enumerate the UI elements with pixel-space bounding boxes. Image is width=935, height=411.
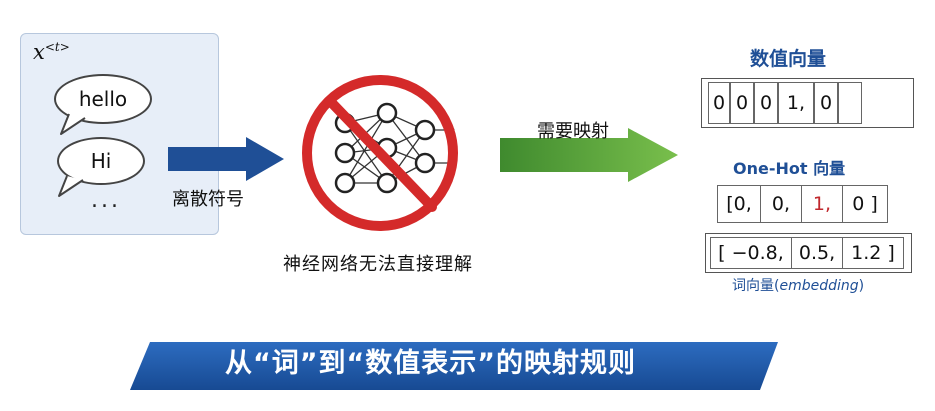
vector-cell: 0: [708, 82, 730, 124]
vector-cell: [0,: [717, 185, 761, 223]
bubble-tails: [58, 113, 86, 197]
vector-cell: 0.5,: [792, 237, 843, 269]
vector-cell-highlight: 1,: [802, 185, 843, 223]
vector-cell: 0: [754, 82, 778, 124]
onehot-vector-title: One-Hot 向量: [733, 159, 846, 178]
nn-cannot-understand-label: 神经网络无法直接理解: [283, 254, 473, 275]
needs-mapping-label: 需要映射: [537, 121, 609, 142]
bubble-text: Hi: [90, 149, 112, 173]
banner-title: 从“词”到“数值表示”的映射规则: [225, 348, 636, 379]
green-arrow-icon: [500, 128, 678, 182]
bubble-text: hello: [78, 87, 128, 111]
speech-bubble-hello: hello: [54, 74, 152, 124]
title-banner: [130, 342, 778, 390]
discrete-symbols-label: 离散符号: [172, 189, 244, 210]
vector-cell: 0,: [761, 185, 802, 223]
prohibited-neural-network-icon: [302, 75, 458, 231]
input-panel: x<t> hello Hi ...: [20, 33, 219, 235]
vector-cell: 0: [814, 82, 838, 124]
vector-cell: 1.2 ]: [843, 237, 904, 269]
embedding-caption: 词向量(embedding): [732, 278, 865, 294]
numeric-vector-title: 数值向量: [750, 48, 827, 70]
input-variable-label: x<t>: [33, 40, 70, 64]
embedding-vector-box: [ −0.8, 0.5, 1.2 ]: [705, 233, 912, 273]
vector-cell: 1,: [778, 82, 814, 124]
numeric-vector-box: 0 0 0 1, 0: [701, 78, 914, 128]
ellipsis: ...: [91, 188, 121, 213]
blue-arrow-icon: [168, 137, 284, 181]
vector-cell: [838, 82, 862, 124]
vector-cell: 0 ]: [843, 185, 888, 223]
vector-cell: [ −0.8,: [710, 237, 792, 269]
vector-cell: 0: [730, 82, 754, 124]
onehot-vector-box: [0, 0, 1, 0 ]: [717, 185, 888, 223]
speech-bubble-hi: Hi: [57, 137, 145, 185]
